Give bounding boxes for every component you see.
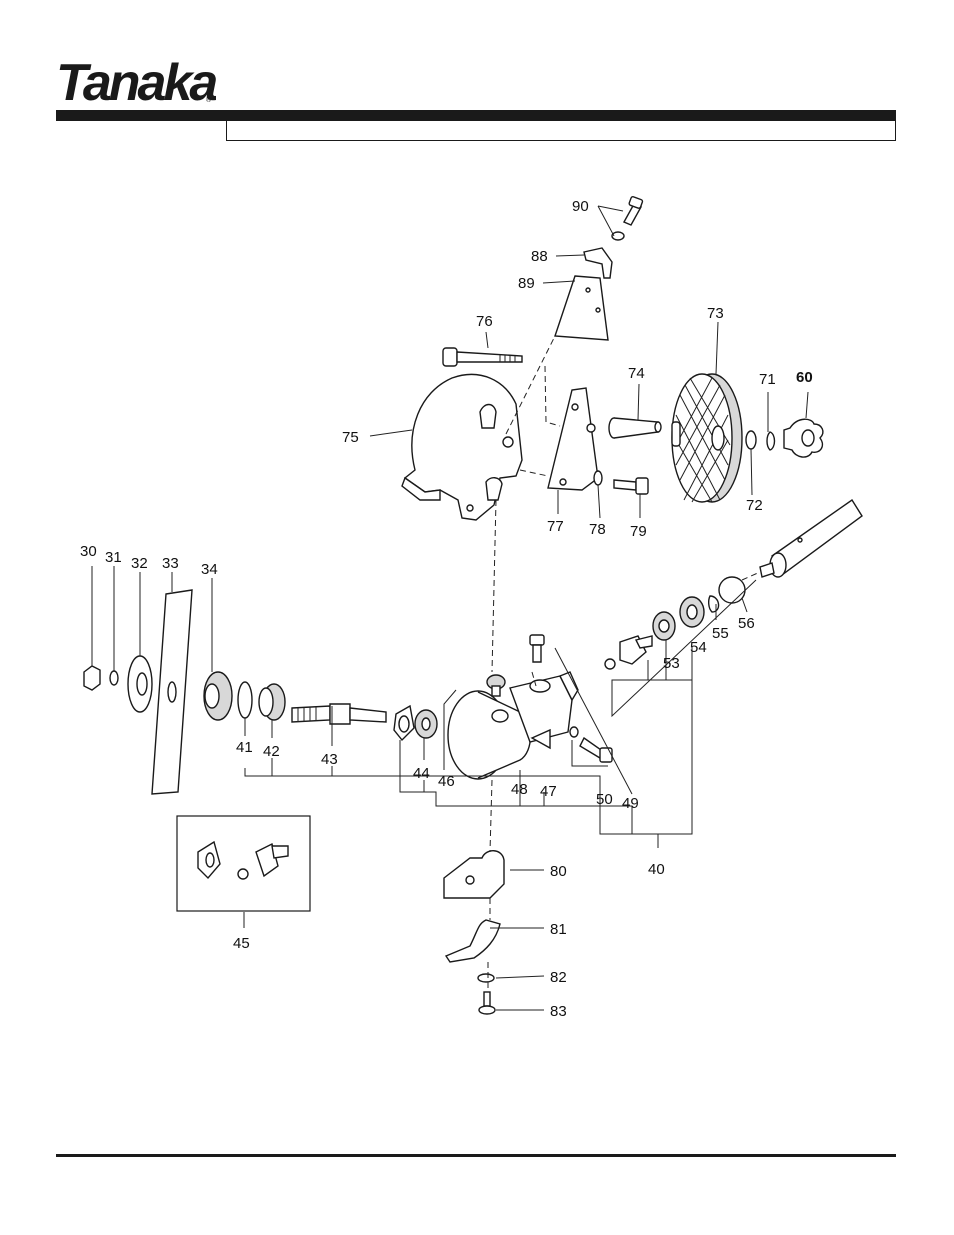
svg-text:®: ® bbox=[206, 96, 212, 104]
circlip-41-drawing bbox=[237, 681, 253, 719]
callout-78: 78 bbox=[589, 521, 606, 538]
callout-46: 46 bbox=[438, 773, 455, 790]
callout-labels: 90 88 89 76 73 74 71 60 75 72 77 78 79 3… bbox=[80, 198, 813, 1020]
part-drawings bbox=[83, 196, 863, 1015]
axle-74-drawing bbox=[608, 417, 662, 439]
washer-72-drawing bbox=[745, 430, 757, 450]
washer-32-drawing bbox=[127, 655, 153, 713]
washer-31-drawing bbox=[109, 670, 119, 686]
bracket-89-drawing bbox=[554, 275, 609, 341]
callout-76: 76 bbox=[476, 313, 493, 330]
callout-40: 40 bbox=[648, 861, 665, 878]
gear-housing-48-drawing bbox=[447, 671, 579, 780]
gear-set-45-drawing bbox=[197, 840, 289, 880]
callout-48: 48 bbox=[511, 781, 528, 798]
callout-77: 77 bbox=[547, 518, 564, 535]
callout-45: 45 bbox=[233, 935, 250, 952]
callout-42: 42 bbox=[263, 743, 280, 760]
knob-60-drawing bbox=[783, 418, 824, 458]
leader-lines bbox=[91, 205, 809, 1011]
header-bar bbox=[56, 110, 896, 121]
clip-55-drawing bbox=[707, 595, 720, 613]
bolt-76-drawing bbox=[442, 347, 523, 367]
callout-72: 72 bbox=[746, 497, 763, 514]
pinion-gear-drawing bbox=[604, 635, 653, 670]
callout-80: 80 bbox=[550, 863, 567, 880]
callout-79: 79 bbox=[630, 523, 647, 540]
screw-90-drawing bbox=[611, 196, 644, 241]
footer-rule bbox=[56, 1154, 896, 1157]
link-plate-88-drawing bbox=[583, 247, 613, 279]
callout-60: 60 bbox=[796, 369, 813, 386]
clip-47-drawing bbox=[530, 728, 551, 750]
callout-81: 81 bbox=[550, 921, 567, 938]
clip-71-drawing bbox=[766, 431, 776, 451]
shaft-tube-drawing bbox=[759, 499, 863, 578]
holder-34-drawing bbox=[203, 671, 233, 721]
bearing-42-drawing bbox=[258, 683, 286, 721]
callout-74: 74 bbox=[628, 365, 645, 382]
callout-83: 83 bbox=[550, 1003, 567, 1020]
plate-77-drawing bbox=[547, 387, 599, 491]
guard-75-drawing bbox=[401, 373, 523, 521]
shaft-43-drawing bbox=[291, 703, 387, 725]
callout-82: 82 bbox=[550, 969, 567, 986]
callout-49: 49 bbox=[622, 795, 639, 812]
bolt-49-drawing bbox=[529, 634, 545, 663]
bevel-gear-drawing bbox=[393, 704, 415, 742]
callout-33: 33 bbox=[162, 555, 179, 572]
callout-88: 88 bbox=[531, 248, 548, 265]
callout-44: 44 bbox=[413, 765, 430, 782]
wheel-73-drawing bbox=[671, 373, 743, 503]
bearing-53-drawing bbox=[652, 611, 676, 641]
callout-53: 53 bbox=[663, 655, 680, 672]
callout-90: 90 bbox=[572, 198, 589, 215]
kit-45-box bbox=[176, 815, 311, 912]
circlip-56-drawing bbox=[718, 576, 746, 604]
screw-83-drawing bbox=[478, 991, 496, 1015]
callout-56: 56 bbox=[738, 615, 755, 632]
blade-33-drawing bbox=[151, 589, 193, 795]
callout-43: 43 bbox=[321, 751, 338, 768]
callout-47: 47 bbox=[540, 783, 557, 800]
callout-75: 75 bbox=[342, 429, 359, 446]
tanaka-logo: Tanaka ® bbox=[56, 54, 216, 108]
plug-46-drawing bbox=[486, 674, 506, 697]
header-title-box bbox=[226, 121, 896, 141]
callout-30: 30 bbox=[80, 543, 97, 560]
band-81-drawing bbox=[444, 919, 501, 963]
callout-73: 73 bbox=[707, 305, 724, 322]
callout-71: 71 bbox=[759, 371, 776, 388]
callout-31: 31 bbox=[105, 549, 122, 566]
bolt-79-drawing bbox=[613, 477, 649, 495]
washer-82-drawing bbox=[477, 973, 495, 983]
callout-50: 50 bbox=[596, 791, 613, 808]
washer-78-drawing bbox=[593, 470, 603, 486]
bearing-44-drawing bbox=[414, 709, 438, 739]
callout-32: 32 bbox=[131, 555, 148, 572]
nut-30-drawing bbox=[83, 665, 101, 691]
callout-55: 55 bbox=[712, 625, 729, 642]
callout-34: 34 bbox=[201, 561, 218, 578]
callout-54: 54 bbox=[690, 639, 707, 656]
bearing-54-drawing bbox=[679, 596, 705, 628]
callout-89: 89 bbox=[518, 275, 535, 292]
svg-text:Tanaka: Tanaka bbox=[56, 54, 216, 108]
callout-41: 41 bbox=[236, 739, 253, 756]
clamp-80-drawing bbox=[443, 850, 505, 899]
bolt-50-drawing bbox=[569, 726, 613, 763]
